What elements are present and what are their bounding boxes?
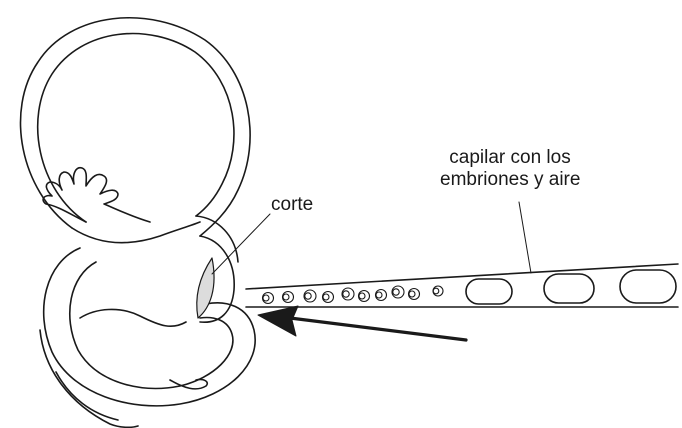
air-bubble xyxy=(466,279,512,304)
uterine-coil-outer xyxy=(44,248,255,406)
oviduct-bulge-top xyxy=(72,222,200,243)
cut-mark xyxy=(197,258,214,318)
embryo xyxy=(323,292,334,303)
uterine-fold xyxy=(80,309,186,326)
label-capilar: capilar con los embriones y aire xyxy=(440,147,580,191)
embryo xyxy=(283,292,294,303)
direction-arrow xyxy=(258,306,466,340)
embryo xyxy=(376,290,387,301)
label-capilar-line1: capilar con los xyxy=(440,147,580,169)
capillary-tube xyxy=(246,264,678,307)
corte-leader-line xyxy=(212,214,270,274)
capillary-top-wall xyxy=(246,264,678,289)
label-capilar-line2: embriones y aire xyxy=(440,169,580,191)
mesentery-line xyxy=(40,330,138,427)
horn-upper-inner xyxy=(196,216,238,262)
embryo xyxy=(409,289,420,300)
embryos xyxy=(263,286,444,304)
embryo xyxy=(342,288,354,300)
embryo xyxy=(263,293,274,304)
air-bubble xyxy=(620,270,676,303)
embryo xyxy=(304,290,316,302)
embryo xyxy=(433,286,443,296)
oviduct-loop-inner xyxy=(38,34,234,222)
label-corte: corte xyxy=(271,194,313,216)
arrow-shaft xyxy=(290,318,466,340)
embryo xyxy=(359,291,370,302)
capilar-leader-line xyxy=(519,202,531,273)
air-bubble xyxy=(544,274,594,303)
oviduct-loop-outer xyxy=(21,18,251,236)
arrow-head xyxy=(258,306,298,336)
oviduct-drawing xyxy=(21,18,256,428)
mesentery-line-2 xyxy=(56,372,118,420)
embryo xyxy=(392,286,404,298)
